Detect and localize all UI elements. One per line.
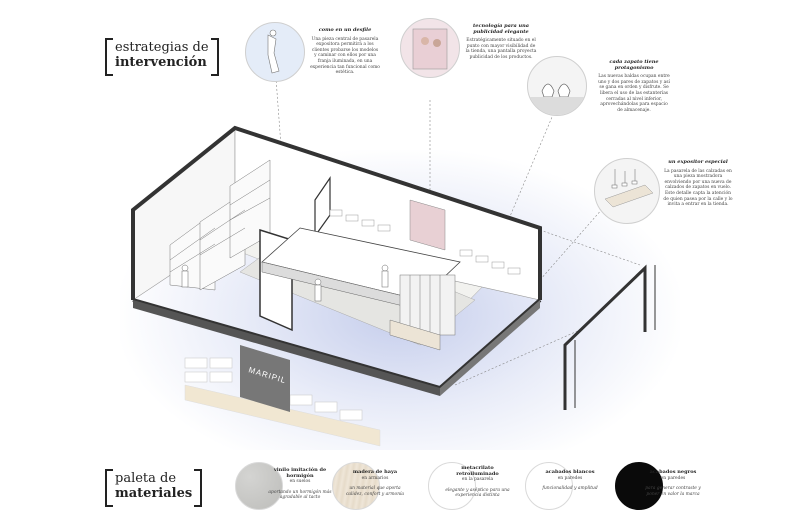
- bracket-left-icon: [105, 469, 113, 507]
- storefront-sign-panel: [240, 345, 290, 412]
- annotation-shelf: cada zapato tiene protagonismo Las nueva…: [598, 59, 670, 113]
- display-detail-circle: [594, 158, 660, 224]
- annotation-screen: tecnología para una publicidad elegante …: [465, 23, 537, 60]
- catwalk-detail-circle: [245, 22, 305, 82]
- wall-shelf-boxes: [329, 209, 521, 275]
- model-figure-icon: [267, 29, 280, 74]
- material-label-white: acabados blancos en paredes funcionalida…: [542, 469, 598, 492]
- swatch-beech-wood: [332, 462, 380, 510]
- material-label-black: acabados negros en paredes para generar …: [645, 469, 701, 497]
- counter: [389, 319, 441, 351]
- material-label-concrete: vinilo imitación de hormigón en suelos a…: [268, 467, 332, 501]
- shelf-detail-circle: [527, 56, 587, 116]
- annotation-catwalk: como en un desfile Una pieza central de …: [310, 27, 380, 76]
- hanging-shoe-display: [399, 274, 456, 336]
- strategies-title-line1: estrategias de: [115, 40, 209, 55]
- materials-title-line1: paleta de: [115, 471, 177, 486]
- storefront-shoe-boxes: [184, 357, 363, 421]
- material-label-beech: madera de haya en armarios un material q…: [345, 469, 405, 497]
- swatch-concrete-vinyl: [235, 462, 283, 510]
- material-label-acrylic: metacrilato retroiluminado en la pasarel…: [445, 465, 510, 499]
- bracket-right-icon: [194, 469, 203, 507]
- hanging-shoes-icon: [604, 169, 654, 208]
- advertising-screen: [409, 199, 446, 251]
- people-figures: [181, 264, 389, 302]
- annotation-display: un expositor especial La pasarela de las…: [663, 159, 733, 208]
- storefront-wood-base: [184, 384, 381, 447]
- bracket-left-icon: [105, 38, 113, 76]
- left-shelving: [169, 159, 271, 291]
- swatch-black-finish: [615, 462, 663, 510]
- swatch-white-finish: [525, 462, 573, 510]
- materials-title-line2: materiales: [115, 486, 193, 501]
- strategies-title-line2: intervención: [115, 55, 207, 70]
- swatch-backlit-acrylic: [428, 462, 476, 510]
- bracket-right-icon: [210, 38, 219, 76]
- materials-title: paleta de materiales: [105, 469, 203, 507]
- shoe-pair-icon: [528, 83, 586, 115]
- floor-slab-edge-right: [440, 300, 540, 396]
- floor-slab-edge: [133, 300, 440, 396]
- screen-detail-circle: [400, 18, 460, 78]
- screen-poster-icon: [412, 28, 448, 70]
- facade-frame: [563, 264, 656, 410]
- strategies-title: estrategias de intervención: [105, 38, 219, 76]
